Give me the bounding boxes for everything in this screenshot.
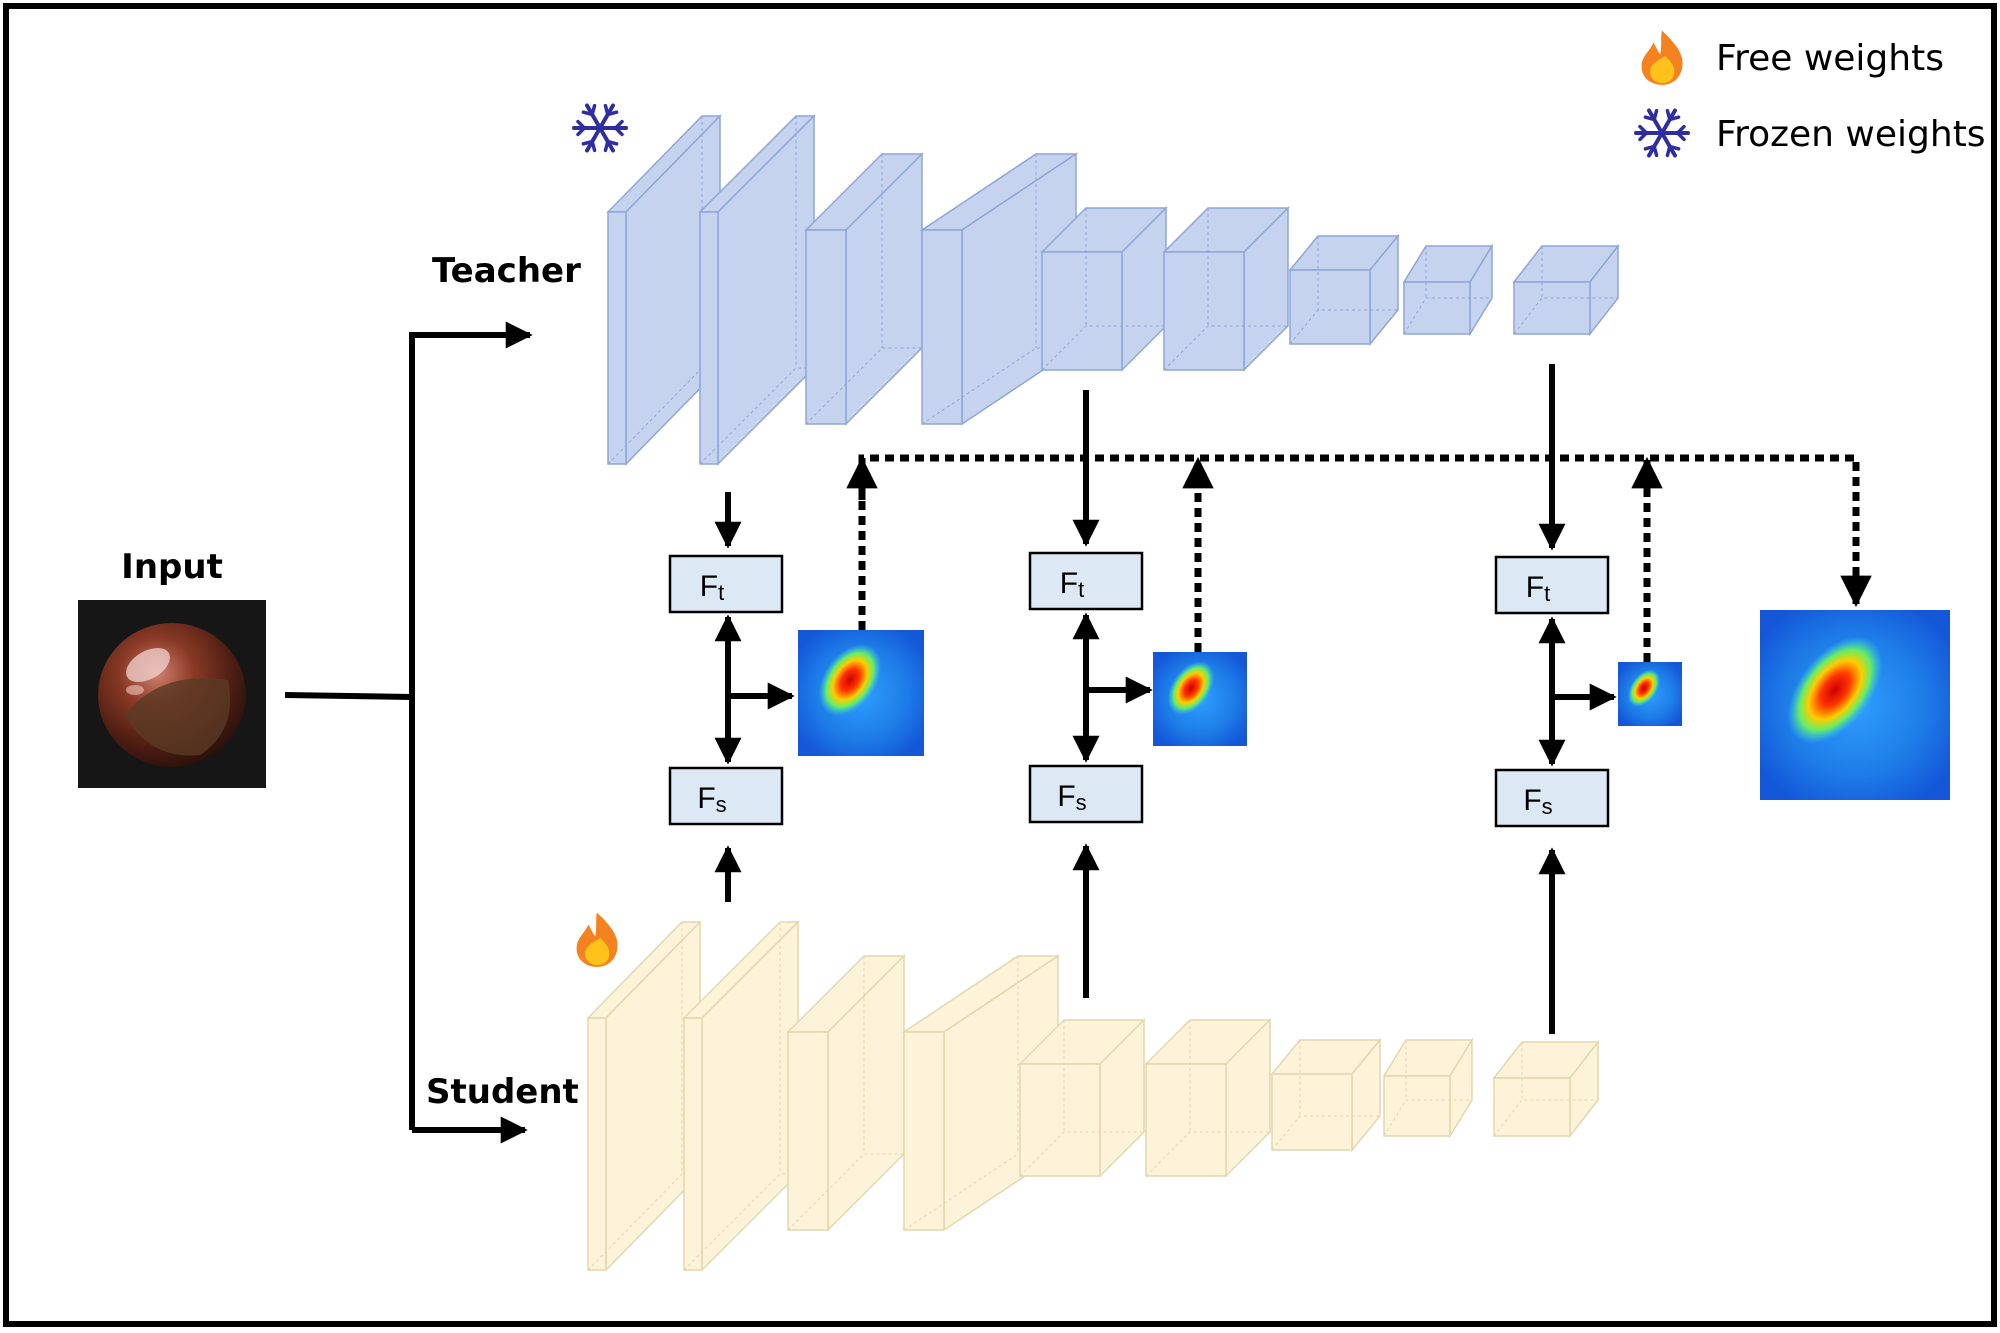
snowflake-icon (572, 103, 628, 153)
input-image (78, 600, 266, 788)
ft-label-3: F (1526, 571, 1544, 604)
ft-box-1: Ft (668, 554, 784, 614)
fs-label-3: F (1523, 784, 1541, 817)
fs-sub-1: s (716, 792, 727, 817)
svg-text:Ft: Ft (1060, 567, 1084, 602)
flame-icon (576, 912, 618, 967)
ft-box-2: Ft (1028, 551, 1144, 611)
svg-text:Fs: Fs (1523, 784, 1552, 819)
student-layer-6 (1144, 1018, 1272, 1178)
svg-text:Fs: Fs (1057, 780, 1086, 815)
svg-text:Ft: Ft (1526, 571, 1550, 606)
ft-label-1: F (700, 570, 718, 603)
student-layer-5 (1018, 1018, 1146, 1178)
student-to-fs-arrows (714, 843, 1566, 1034)
student-layer-7 (1270, 1037, 1382, 1153)
fs-label-2: F (1057, 780, 1075, 813)
student-layer-8 (1382, 1037, 1474, 1139)
teacher-layer-3 (804, 152, 924, 426)
heatmap-3 (1618, 662, 1682, 726)
teacher-layer-8 (1402, 243, 1494, 337)
teacher-layer-5 (1040, 206, 1168, 372)
teacher-layer-7 (1288, 233, 1400, 347)
comparison-arrows (714, 612, 1617, 767)
aggregated-heatmap (1760, 610, 1950, 800)
legend: Free weights Frozen weights (1634, 30, 1986, 158)
ft-sub-2: t (1078, 577, 1084, 602)
teacher-network (606, 114, 1620, 466)
ft-box-3: Ft (1494, 555, 1610, 615)
student-network (586, 920, 1600, 1272)
heatmap-1 (798, 630, 924, 756)
student-label: Student (426, 1072, 579, 1112)
teacher-layer-6 (1162, 206, 1290, 372)
student-layer-2 (682, 920, 800, 1272)
teacher-label: Teacher (432, 251, 581, 291)
legend-frozen-label: Frozen weights (1716, 114, 1986, 155)
input-label: Input (121, 547, 223, 587)
student-layer-3 (786, 954, 906, 1232)
teacher-layer-9 (1512, 243, 1620, 337)
fs-box-2: Fs (1028, 764, 1144, 824)
ft-sub-1: t (718, 580, 724, 605)
outer-frame (3, 3, 1997, 1327)
fs-sub-3: s (1542, 794, 1553, 819)
fs-sub-2: s (1076, 790, 1087, 815)
teacher-layer-1 (606, 114, 722, 466)
legend-free-label: Free weights (1716, 38, 1944, 79)
teacher-layer-2 (698, 114, 816, 466)
ft-sub-3: t (1544, 581, 1550, 606)
ft-label-2: F (1060, 567, 1078, 600)
fs-label-1: F (697, 782, 715, 815)
aggregation-dotted-path (846, 454, 1872, 662)
student-layer-9 (1492, 1039, 1600, 1139)
branch-arrows (284, 321, 533, 1144)
fs-box-1: Fs (668, 766, 784, 826)
heatmap-2 (1153, 652, 1247, 746)
teacher-layer-4 (919, 152, 1079, 426)
student-layer-1 (586, 920, 702, 1272)
fs-box-3: Fs (1494, 768, 1610, 828)
svg-text:Fs: Fs (697, 782, 726, 817)
svg-text:Ft: Ft (700, 570, 724, 605)
snowflake-icon (1634, 108, 1690, 158)
flame-icon (1641, 30, 1683, 85)
